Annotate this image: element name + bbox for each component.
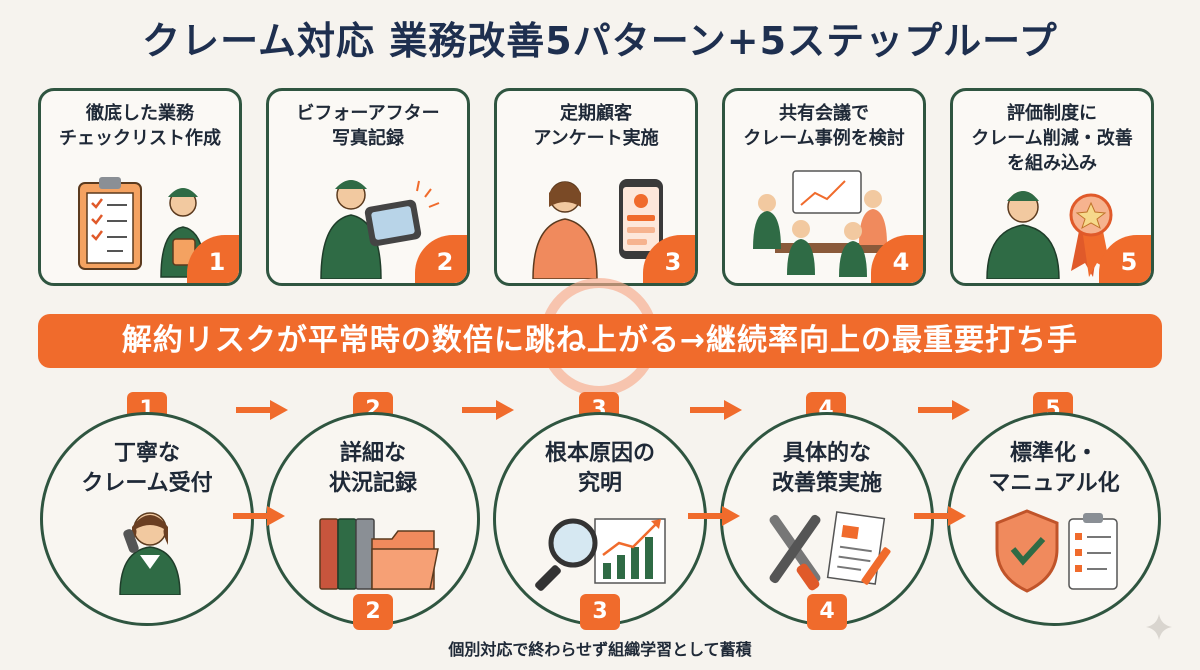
meeting-icon — [753, 170, 887, 277]
pattern-card-2: ビフォーアフター 写真記録 2 — [266, 88, 470, 286]
step-label: 丁寧な クレーム受付 — [81, 441, 213, 496]
arrow-right-icon — [462, 400, 514, 420]
pattern-label: 徹底した業務 チェックリスト作成 — [59, 103, 221, 149]
clipboard-checklist-icon — [78, 177, 206, 278]
tools-document-icon — [769, 511, 891, 591]
arrow-right-icon — [914, 506, 966, 526]
pattern-card-3: 定期顧客 アンケート実施 3 — [494, 88, 698, 286]
step-number-badge: 3 — [580, 594, 620, 630]
pattern-label: ビフォーアフター 写真記録 — [296, 103, 440, 149]
footer-caption: 個別対応で終わらせず組織学習として蓄積 — [448, 640, 752, 659]
arrow-right-icon — [918, 400, 970, 420]
sparkle-icon — [1146, 614, 1172, 640]
pattern-card-5: 評価制度に クレーム削減・改善 を組み込み 5 — [950, 88, 1154, 286]
folder-binders-icon — [319, 518, 439, 590]
arrow-right-icon — [690, 400, 742, 420]
phone-operator-icon — [119, 512, 181, 595]
key-message-banner: 解約リスクが平常時の数倍に跳ね上がる→継続率向上の最重要打ち手 — [38, 314, 1162, 368]
step-circle-3: 根本原因の 究明 — [493, 412, 707, 626]
step-number-badge: 2 — [353, 594, 393, 630]
pattern-card-1: 徹底した業務 チェックリスト作成 1 — [38, 88, 242, 286]
step-label: 標準化・ マニュアル化 — [988, 441, 1120, 496]
page-title: クレーム対応 業務改善5パターン+5ステップループ — [142, 19, 1058, 63]
step-number-badge: 4 — [807, 594, 847, 630]
step-circle-1: 丁寧な クレーム受付 — [40, 412, 254, 626]
arrow-right-icon — [233, 506, 285, 526]
pattern-label: 共有会議で クレーム事例を検討 — [743, 103, 905, 149]
arrow-right-icon — [688, 506, 740, 526]
smartphone-survey-icon — [532, 179, 663, 279]
step-circle-5: 標準化・ マニュアル化 — [947, 412, 1161, 626]
pattern-card-4: 共有会議で クレーム事例を検討 4 — [722, 88, 926, 286]
step-label: 詳細な 状況記録 — [328, 441, 417, 496]
step-circle-4: 具体的な 改善策実施 — [720, 412, 934, 626]
step-label: 根本原因の 究明 — [544, 441, 655, 496]
step-label: 具体的な 改善策実施 — [771, 441, 882, 496]
magnifier-chart-icon — [535, 518, 666, 591]
shield-checklist-icon — [995, 509, 1118, 593]
tablet-photo-icon — [320, 180, 440, 279]
pattern-label: 評価制度に クレーム削減・改善 を組み込み — [971, 103, 1133, 174]
step-circle-2: 詳細な 状況記録 — [266, 412, 480, 626]
arrow-right-icon — [236, 400, 288, 420]
pattern-label: 定期顧客 アンケート実施 — [533, 103, 659, 149]
